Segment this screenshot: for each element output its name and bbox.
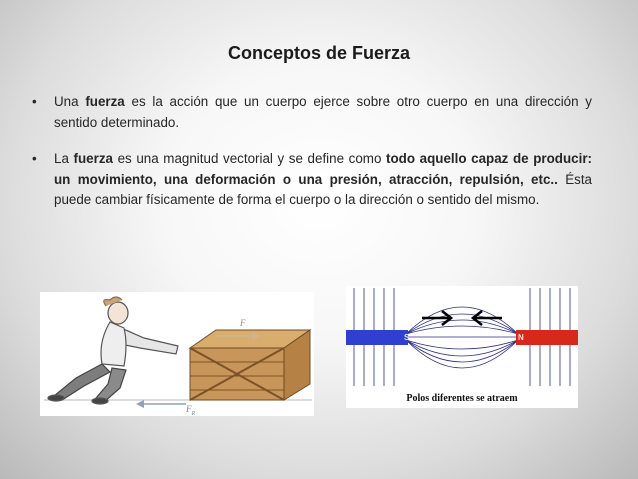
magnetic-field-drawing — [346, 288, 578, 386]
bullet-1-run-3: es la acción que un cuerpo ejerce sobre … — [54, 94, 592, 130]
bullet-list: • Una fuerza es la acción que un cuerpo … — [32, 92, 592, 211]
friction-label-sub: R — [191, 410, 196, 417]
person-hair — [103, 296, 123, 307]
magnet-caption: Polos diferentes se atraem — [406, 393, 518, 404]
bullet-dot: • — [32, 94, 37, 109]
magnet-illustration: S N Polos diferentes se atraem — [346, 286, 578, 408]
bullet-2-run-5: Ésta puede cambiar físicamente de forma … — [54, 171, 593, 208]
field-lines — [353, 288, 571, 386]
bullet-2-run-1: La — [54, 151, 74, 166]
bullet-text: Una fuerza es la acción que un cuerpo ej… — [54, 94, 592, 130]
person-figure — [47, 296, 179, 405]
person-torso — [100, 321, 127, 367]
attraction-arrows — [422, 309, 502, 327]
friction-label-main: F — [186, 404, 192, 414]
person-head — [107, 301, 129, 325]
north-pole-label: N — [518, 333, 524, 342]
bullet-1-run-1: Una — [54, 94, 86, 109]
friction-label: FR — [186, 404, 195, 417]
bullet-2-run-3: es una magnitud vectorial y se define co… — [112, 151, 387, 166]
person-shoe — [47, 394, 65, 402]
slide-title: Conceptos de Fuerza — [227, 43, 411, 63]
person-shoe — [91, 397, 109, 405]
bullet-1-run-2: fuerza — [85, 94, 125, 109]
bullet-text: La fuerza es una magnitud vectorial y se… — [54, 151, 592, 207]
wooden-crate — [188, 329, 312, 401]
south-pole-label: S — [404, 333, 410, 342]
bullet-dot: • — [32, 151, 37, 166]
south-pole-bar — [346, 330, 408, 345]
push-crate-drawing — [44, 296, 312, 408]
force-arrow-head — [252, 332, 260, 340]
force-label: F — [240, 318, 246, 328]
bullet-2-run-4: todo aquello capaz de producir: un movim… — [54, 151, 592, 187]
north-pole-bar — [516, 330, 578, 345]
push-illustration: F FR — [40, 292, 314, 417]
bullet-2-run-2: fuerza — [73, 151, 113, 166]
bullet-item: • La fuerza es una magnitud vectorial y … — [32, 149, 592, 211]
friction-arrow-head — [136, 400, 144, 408]
bullet-item: • Una fuerza es la acción que un cuerpo … — [32, 92, 592, 133]
